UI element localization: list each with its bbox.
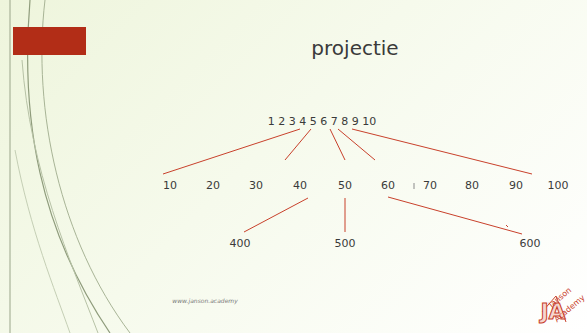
- number-label: 20: [206, 180, 220, 193]
- tick-mark: [414, 183, 415, 189]
- number-sequence: 1 2 3 4 5 6 7 8 9 10: [268, 116, 376, 129]
- number-label: 50: [338, 180, 352, 193]
- leader-lines: [163, 129, 532, 234]
- frame-line: [10, 0, 11, 333]
- number-label: 90: [509, 180, 523, 193]
- number-label: 30: [249, 180, 263, 193]
- number-label: 80: [465, 180, 479, 193]
- swoosh-line: [22, 60, 98, 333]
- accent-bar: [13, 27, 86, 55]
- number-label: 70: [423, 180, 437, 193]
- slide-title: projectie: [311, 37, 398, 60]
- number-label: 40: [293, 180, 307, 193]
- number-label: 60: [381, 180, 395, 193]
- number-label: 500: [335, 238, 356, 251]
- number-label: 10: [163, 180, 177, 193]
- number-label: 100: [548, 180, 569, 193]
- swoosh-line: [15, 150, 70, 333]
- website-watermark: www.janson.academy: [172, 298, 237, 305]
- number-label: 400: [230, 238, 251, 251]
- number-label: 600: [520, 238, 541, 251]
